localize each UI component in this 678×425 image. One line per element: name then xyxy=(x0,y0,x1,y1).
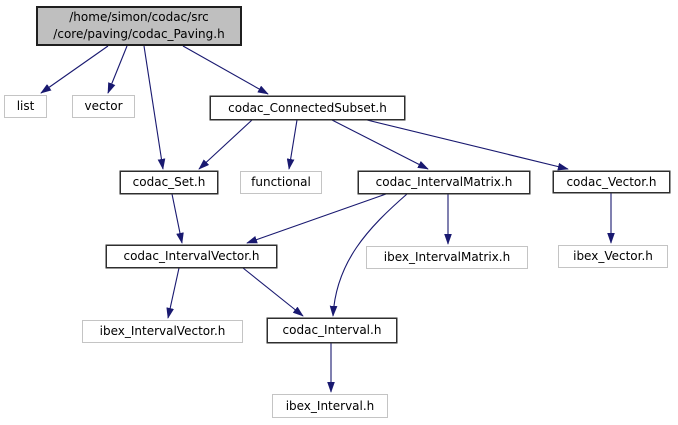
node-vector: vector xyxy=(72,95,135,118)
node-ibex-intervalmatrix-label: ibex_IntervalMatrix.h xyxy=(383,250,511,265)
edge-connectedsubset-intervalmatrix xyxy=(331,119,429,170)
edge-connectedsubset-set xyxy=(198,119,253,170)
node-codac-intervalmatrix-label: codac_IntervalMatrix.h xyxy=(375,175,513,190)
node-codac-intervalvector[interactable]: codac_IntervalVector.h xyxy=(106,245,277,268)
node-vector-label: vector xyxy=(84,99,123,114)
node-codac-paving-line2: /core/paving/codac_Paving.h xyxy=(53,27,225,41)
edge-set-intervalvector xyxy=(171,193,184,244)
node-ibex-intervalvector: ibex_IntervalVector.h xyxy=(82,320,243,343)
node-codac-set-label: codac_Set.h xyxy=(132,175,206,190)
node-codac-vector[interactable]: codac_Vector.h xyxy=(553,171,670,193)
edge-paving-connectedsubset xyxy=(182,45,269,95)
node-ibex-vector: ibex_Vector.h xyxy=(558,245,668,268)
node-ibex-interval-label: ibex_Interval.h xyxy=(285,398,375,413)
node-ibex-interval: ibex_Interval.h xyxy=(272,394,388,418)
node-codac-intervalmatrix[interactable]: codac_IntervalMatrix.h xyxy=(358,171,530,194)
node-codac-interval[interactable]: codac_Interval.h xyxy=(267,318,397,343)
node-list: list xyxy=(4,95,47,118)
node-functional: functional xyxy=(240,171,322,194)
node-codac-paving-line1: /home/simon/codac/src xyxy=(69,10,209,24)
edge-connectedsubset-vector xyxy=(366,119,569,171)
node-codac-set[interactable]: codac_Set.h xyxy=(120,171,218,194)
node-codac-connectedsubset-label: codac_ConnectedSubset.h xyxy=(228,100,387,115)
node-ibex-vector-label: ibex_Vector.h xyxy=(573,249,653,264)
node-list-label: list xyxy=(16,99,35,114)
edge-intervalvector-ibexintervalvector xyxy=(166,267,180,319)
node-ibex-intervalvector-label: ibex_IntervalVector.h xyxy=(99,324,226,339)
edge-intervalmatrix-interval xyxy=(329,193,408,317)
node-codac-paving: /home/simon/codac/src /core/paving/codac… xyxy=(36,6,242,46)
node-codac-vector-label: codac_Vector.h xyxy=(566,174,657,189)
edge-intervalmatrix-intervalvector xyxy=(246,193,387,244)
edge-paving-set xyxy=(143,45,166,170)
node-functional-label: functional xyxy=(251,175,311,190)
edge-paving-list xyxy=(40,45,109,94)
node-codac-connectedsubset[interactable]: codac_ConnectedSubset.h xyxy=(210,96,405,120)
node-ibex-intervalmatrix: ibex_IntervalMatrix.h xyxy=(366,246,528,269)
edge-intervalvector-interval xyxy=(242,267,304,317)
edge-paving-vector xyxy=(107,45,128,94)
node-codac-interval-label: codac_Interval.h xyxy=(282,323,382,338)
edge-connectedsubset-functional xyxy=(286,119,298,170)
node-codac-intervalvector-label: codac_IntervalVector.h xyxy=(123,249,260,264)
